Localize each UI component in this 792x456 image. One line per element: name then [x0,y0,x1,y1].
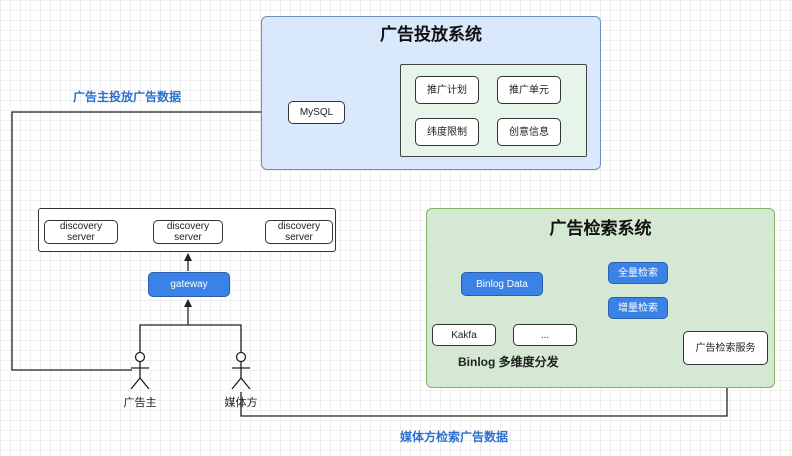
binlog-caption: Binlog 多维度分发 [458,355,559,369]
ellipsis-node[interactable]: ... [513,324,577,346]
advertiser-actor-icon [130,351,150,390]
media-actor-icon [231,351,251,390]
retrieval-system-title: 广告检索系统 [549,219,652,238]
module-promo-unit[interactable]: 推广单元 [497,76,561,104]
media-to-service-line [240,365,731,417]
advertiser-to-mysql-line [11,108,287,371]
kafka-node[interactable]: Kakfa [432,324,496,346]
media-label: 媒体方 [224,397,258,409]
gateway-node[interactable]: gateway [148,272,230,297]
binlog-data-node[interactable]: Binlog Data [461,272,543,296]
discovery-server-2[interactable]: discovery server [153,220,223,244]
discovery-server-1[interactable]: discovery server [44,220,118,244]
ad-system-title: 广告投放系统 [380,25,482,44]
incremental-search-node[interactable]: 增量检索 [608,297,668,319]
full-search-node[interactable]: 全量检索 [608,262,668,284]
actors-to-gateway-line [139,300,242,352]
mysql-node[interactable]: MySQL [288,101,345,124]
advertiser-flow-label: 广告主投放广告数据 [73,90,182,104]
search-service-node[interactable]: 广告检索服务 [683,331,768,365]
module-dimension-limit[interactable]: 纬度限制 [415,118,479,146]
advertiser-label: 广告主 [123,397,157,409]
media-flow-label: 媒体方检索广告数据 [400,430,509,444]
module-creative-info[interactable]: 创意信息 [497,118,561,146]
module-promo-plan[interactable]: 推广计划 [415,76,479,104]
discovery-server-3[interactable]: discovery server [265,220,333,244]
